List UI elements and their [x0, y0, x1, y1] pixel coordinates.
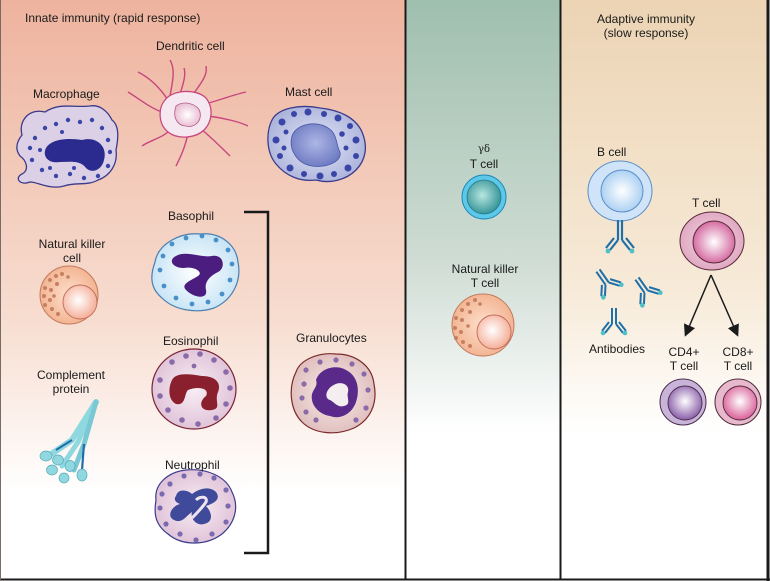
granulocyte-cell — [290, 353, 376, 434]
cd8-t-cell-label-line2: T cell — [723, 359, 753, 373]
cd4-t-cell — [659, 378, 707, 426]
complement-protein-label-line2: protein — [52, 382, 90, 396]
natural-killer-cell-label-line2: cell — [62, 251, 81, 265]
dendritic-cell-nucleus — [174, 102, 201, 127]
b-cell — [587, 160, 653, 222]
antibodies-label: Antibodies — [589, 342, 646, 356]
natural-killer-t-cell-label-line1: Natural killer — [451, 262, 519, 276]
antibody-tip — [605, 248, 611, 254]
neutrophil-label: Neutrophil — [165, 458, 220, 472]
antibody — [600, 308, 628, 336]
antibody-on-b-cell — [605, 220, 635, 251]
eosinophil-label: Eosinophil — [163, 334, 219, 348]
antibody-tip — [629, 248, 635, 254]
granulocytes-label: Granulocytes — [296, 331, 367, 345]
natural-killer-cell — [39, 265, 99, 325]
adaptive-panel-title-line1: Adaptive immunity — [596, 12, 696, 26]
cd8-t-cell-label: CD8+ T cell — [718, 345, 758, 373]
natural-killer-t-cell-label: Natural killer T cell — [443, 262, 527, 290]
gamma-delta-t-cell — [461, 174, 507, 220]
neutrophil-cell — [154, 469, 237, 544]
basophil-label: Basophil — [168, 209, 215, 223]
cd8-t-cell-label-line1: CD8+ — [722, 345, 754, 359]
arrow-to-cd4 — [683, 274, 712, 337]
antibody — [595, 268, 624, 300]
antibody — [634, 276, 663, 308]
adaptive-panel-title: Adaptive immunity (slow response) — [586, 12, 706, 40]
b-cell-label: B cell — [597, 145, 627, 159]
intermediate-panel — [406, 0, 560, 579]
gamma-delta-t-cell-label: γδ T cell — [454, 143, 514, 171]
innate-panel-title: Innate immunity (rapid response) — [25, 11, 201, 25]
cd4-t-cell-label-line1: CD4+ — [668, 345, 700, 359]
mast-cell — [267, 105, 367, 183]
natural-killer-t-cell-label-line2: T cell — [470, 276, 500, 290]
natural-killer-cell-label: Natural killer cell — [36, 237, 108, 265]
natural-killer-cell-label-line1: Natural killer — [38, 237, 106, 251]
gamma-delta-t-cell-label-line2: T cell — [469, 157, 499, 171]
complement-protein-label: Complement protein — [35, 368, 107, 396]
gamma-delta-symbol: γδ — [478, 144, 490, 155]
complement-protein-label-line1: Complement — [36, 368, 106, 382]
adaptive-panel — [561, 0, 767, 579]
macrophage-label: Macrophage — [33, 87, 100, 101]
arrow-to-cd8 — [710, 274, 739, 337]
mast-cell-label: Mast cell — [285, 85, 333, 99]
cd8-t-cell — [714, 378, 762, 426]
macrophage-cell — [16, 105, 119, 188]
cd4-t-cell-label-line2: T cell — [669, 359, 699, 373]
natural-killer-t-cell — [451, 293, 515, 357]
cd4-t-cell-label: CD4+ T cell — [664, 345, 704, 373]
granulocytes-bracket — [244, 210, 270, 555]
complement-protein — [39, 399, 99, 484]
eosinophil-cell — [151, 348, 237, 430]
t-cell — [679, 211, 745, 271]
basophil-cell — [151, 233, 240, 312]
adaptive-panel-title-line2: (slow response) — [603, 26, 689, 40]
t-cell-label: T cell — [692, 196, 721, 210]
dendritic-cell-label: Dendritic cell — [156, 39, 225, 53]
